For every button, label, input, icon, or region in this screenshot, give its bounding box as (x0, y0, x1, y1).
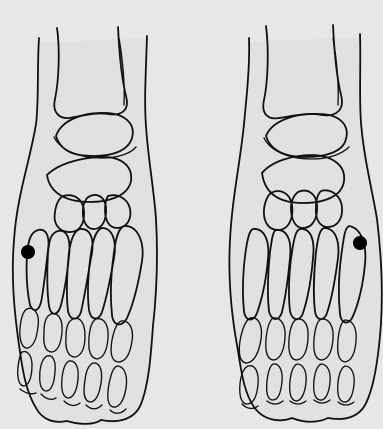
right-foot (229, 25, 381, 422)
left-foot-marker-dot (21, 245, 35, 259)
left-foot (13, 27, 157, 424)
right-foot-marker-dot (353, 236, 367, 250)
